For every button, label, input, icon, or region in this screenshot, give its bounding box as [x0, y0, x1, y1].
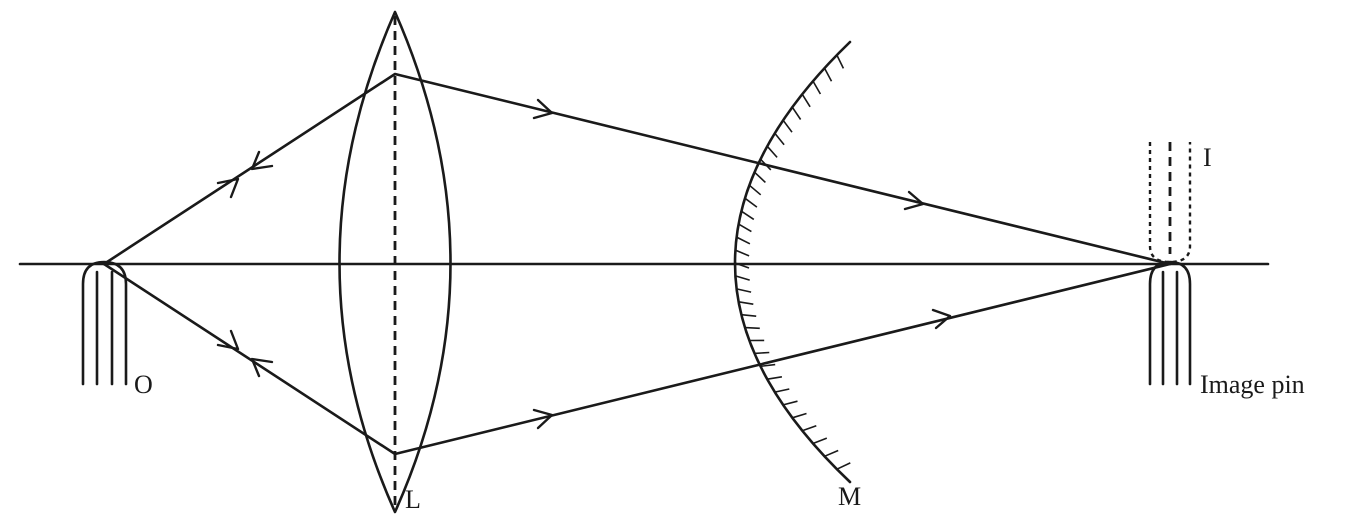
mirror-hatch-mark	[738, 223, 752, 233]
mirror-hatch-mark	[823, 67, 833, 82]
image-pin	[1148, 260, 1192, 386]
arrow-upper-right	[903, 190, 925, 211]
mirror-hatch-mark	[734, 262, 750, 269]
mirror-hatch-mark	[736, 236, 751, 245]
mirror-hatch-mark	[735, 275, 750, 281]
mirror-hatch-mark	[767, 376, 783, 380]
mirror-hatch-mark	[836, 462, 851, 470]
ray-lower	[102, 262, 1172, 456]
mirror-hatch-mark	[782, 400, 798, 406]
mirror-hatch-mark	[774, 388, 790, 393]
mirror-hatch-mark	[735, 249, 750, 257]
label-object-pin: O	[134, 370, 153, 399]
mirror-hatch-mark	[792, 412, 807, 419]
mirror-hatch-mark	[738, 301, 754, 305]
ray-upper	[102, 72, 1172, 266]
mirror-hatch-mark	[741, 313, 757, 317]
arrow-lower-right	[931, 308, 952, 330]
label-lens: L	[405, 485, 421, 514]
label-image: I	[1203, 143, 1212, 172]
arrow-forward-upper-left	[216, 177, 240, 199]
object-pin	[81, 260, 128, 386]
mirror-hatch-mark	[782, 119, 793, 133]
arrow-upper-middle	[532, 98, 554, 120]
ray-arrows	[216, 98, 952, 430]
mirror-hatch-mark	[760, 363, 776, 368]
mirror-hatch-mark	[744, 326, 760, 330]
mirror-hatch-mark	[812, 80, 822, 95]
arrow-backward-upper-left	[250, 150, 274, 171]
mirror-hatch-mark	[836, 54, 845, 69]
mirror-hatch-mark	[801, 425, 817, 432]
mirror-hatch-mark	[744, 197, 758, 208]
mirror-hatch-mark	[740, 210, 755, 221]
mirror-hatch-mark	[791, 106, 802, 120]
convex-mirror	[733, 40, 852, 484]
arrow-backward-lower-left	[250, 357, 274, 378]
mirror-hatch-mark	[754, 351, 770, 355]
arrow-lower-middle	[532, 408, 554, 430]
mirror-hatch-mark	[824, 449, 839, 458]
convex-lens	[338, 10, 452, 514]
mirror-hatch-mark	[766, 145, 778, 158]
mirror-hatch-mark	[753, 171, 766, 183]
mirror-hatch-mark	[748, 184, 762, 196]
arrow-forward-lower-left	[216, 329, 240, 351]
image-of-object	[1148, 142, 1192, 264]
mirror-hatch-mark	[801, 93, 811, 108]
mirror-hatch-mark	[774, 132, 785, 146]
label-image-pin: Image pin	[1200, 370, 1305, 399]
mirror-hatching	[734, 54, 851, 470]
mirror-hatch-mark	[812, 437, 828, 445]
label-mirror: M	[838, 482, 861, 511]
mirror-hatch-mark	[736, 288, 752, 293]
